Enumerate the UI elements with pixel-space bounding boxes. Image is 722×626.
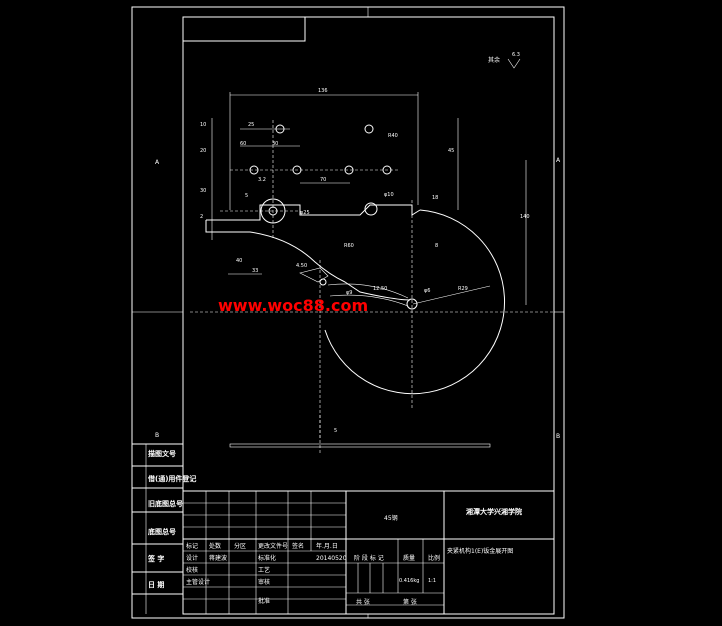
holes — [249, 124, 418, 310]
tb-designer: 蒋建波 — [209, 554, 227, 562]
tb-scale-label: 比例 — [428, 554, 440, 562]
dim-18: 18 — [432, 195, 438, 201]
dim-r29: R29 — [458, 286, 468, 292]
tb-date: 年.月.日 — [316, 542, 338, 550]
hole-mid — [364, 202, 378, 216]
tb-approve-label: 批准 — [258, 597, 270, 605]
roughness-label: 其余 — [488, 56, 500, 64]
dim-8: 8 — [435, 243, 438, 249]
dim-12-5: 12.50 — [373, 286, 387, 292]
tb-sheet: 第 张 — [403, 598, 417, 606]
zone-mark-b-right: B — [556, 433, 560, 440]
dim-5: 5 — [245, 193, 248, 199]
dim-phi9: φ9 — [346, 290, 352, 296]
tb-sheets: 共 张 — [356, 598, 370, 606]
dim-40: 40 — [236, 258, 242, 264]
roughness-symbol — [507, 58, 521, 69]
dimension-lines — [211, 92, 527, 305]
dim-10: 10 — [200, 122, 206, 128]
title-block-grid — [183, 490, 554, 614]
school-name: 湘潭大学兴湘学院 — [466, 507, 522, 516]
tb-scale-value: 1:1 — [428, 578, 436, 584]
dim-phi25: φ25 — [300, 210, 310, 216]
dim-140: 140 — [520, 214, 530, 220]
tb-mark: 标记 — [186, 542, 198, 550]
hole-small — [319, 278, 327, 286]
left-row-1: 借(通)用件登记 — [147, 474, 196, 483]
tb-check-label: 校核 — [186, 566, 198, 574]
dim-r60: R60 — [344, 243, 354, 249]
tb-stage-label: 阶 段 标 记 — [354, 554, 384, 562]
side-view-plate — [229, 443, 491, 448]
tb-weight-value: 0.416kg — [399, 578, 419, 584]
tb-weight-label: 质量 — [403, 554, 415, 562]
dim-136: 136 — [318, 88, 328, 94]
dim-4-5: 4.50 — [296, 263, 307, 269]
dim-33: 33 — [252, 268, 258, 274]
dim-30b: 30 — [200, 188, 206, 194]
left-row-3: 底图总号 — [148, 527, 176, 536]
outer-border — [131, 6, 565, 619]
zone-mark-a-left: A — [155, 159, 160, 166]
left-column-table — [132, 443, 183, 614]
dim-18b: 2 — [200, 214, 203, 220]
hole-top-2 — [364, 124, 374, 134]
centerlines — [190, 120, 554, 440]
dim-70: 70 — [320, 177, 326, 183]
zone-mark-b-left: B — [155, 432, 159, 439]
tb-design-label: 设计 — [186, 554, 198, 562]
left-row-4: 签 字 — [147, 554, 164, 563]
watermark: www.woc88.com — [218, 296, 368, 315]
dim-phi10: φ10 — [384, 192, 394, 198]
material-label: 45钢 — [384, 514, 398, 522]
tb-std-date: 20140520 — [316, 555, 347, 562]
tb-doc: 更改文件号 — [258, 542, 288, 550]
inner-border — [182, 16, 555, 615]
tb-zone: 分区 — [234, 542, 246, 550]
dim-25: 25 — [248, 122, 254, 128]
dim-3-2: 3.2 — [258, 177, 266, 183]
zone-mark-a-right: A — [556, 157, 561, 164]
dim-60: 60 — [240, 141, 246, 147]
large-arc — [324, 209, 506, 395]
tb-standard-label: 标准化 — [258, 554, 276, 562]
dim-5b: 5 — [334, 428, 337, 434]
tb-count: 处数 — [209, 542, 221, 550]
left-row-0: 描图文号 — [148, 449, 176, 458]
tb-sign: 签名 — [292, 542, 304, 550]
dim-30: 30 — [272, 141, 278, 147]
dim-r40: R40 — [388, 133, 398, 139]
dim-phi6: φ6 — [424, 288, 430, 294]
hole-center — [406, 298, 418, 310]
tb-process-label: 工艺 — [258, 566, 270, 574]
left-row-2: 旧底图总号 — [148, 499, 183, 508]
dim-45: 45 — [448, 148, 454, 154]
top-left-box — [182, 16, 306, 42]
left-row-5: 日 期 — [148, 580, 164, 589]
tb-chief-label: 主管设计 — [186, 578, 210, 586]
drawing-name: 夹紧机构1(E)钣金展开图 — [447, 547, 513, 555]
tb-review-label: 审核 — [258, 578, 270, 586]
dim-20: 20 — [200, 148, 206, 154]
roughness-value: 6.3 — [512, 52, 520, 58]
